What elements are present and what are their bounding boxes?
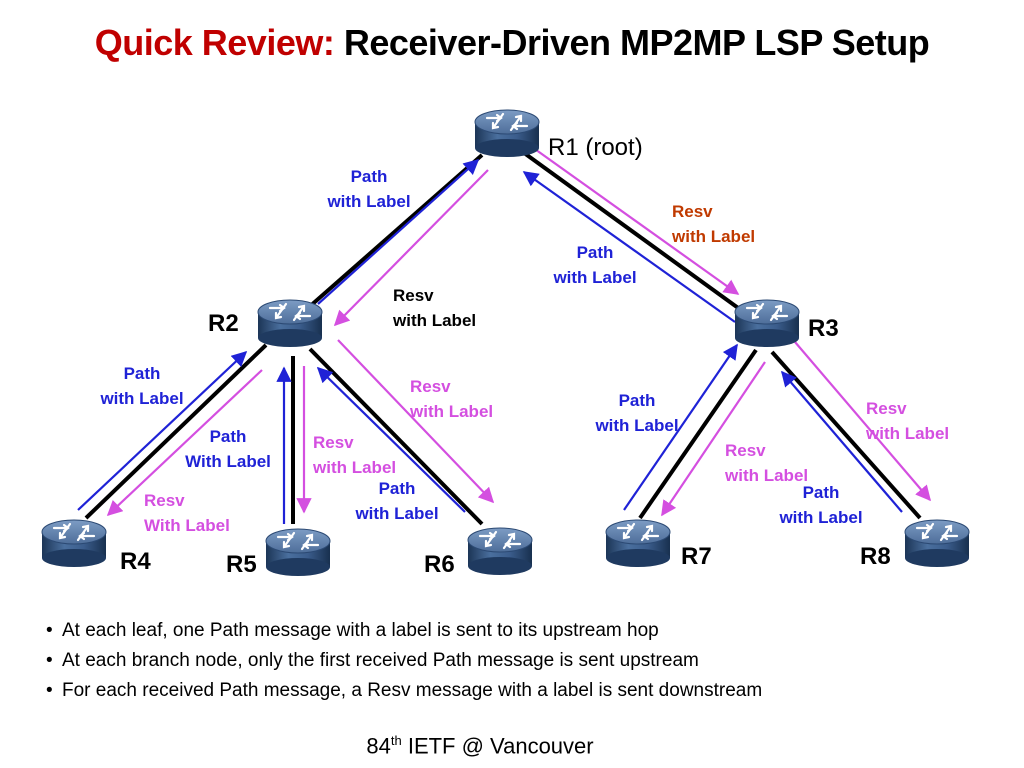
link-r1-r3 — [518, 148, 754, 320]
bullet-item: For each received Path message, a Resv m… — [46, 679, 762, 709]
router-r4-label: R4 — [120, 548, 151, 575]
resv-arrow-r2-r4 — [106, 369, 263, 517]
router-r6-label: R6 — [424, 551, 455, 578]
path-arrow-r8-r3 — [780, 370, 903, 513]
router-r3-label: R3 — [808, 315, 839, 342]
link-r1-r2 — [298, 153, 484, 317]
resv-arrow-r2-r6 — [337, 339, 495, 504]
footer-suffix: th — [390, 733, 402, 748]
path-arrow-r6-r2 — [316, 366, 466, 513]
link-r2-r6 — [308, 347, 484, 526]
path-arrow-r4-r2 — [77, 350, 248, 511]
path-arrow-r2-r1 — [317, 158, 480, 305]
router-r6 — [466, 526, 534, 577]
resv-arrow-r1-r3 — [524, 141, 740, 295]
link-r3-r7 — [638, 348, 758, 520]
router-r5-label: R5 — [226, 551, 257, 578]
path-arrow-r7-r3 — [623, 343, 738, 511]
slide-title: Quick Review: Receiver-Driven MP2MP LSP … — [0, 22, 1024, 64]
router-r7-label: R7 — [681, 543, 712, 570]
router-r5 — [264, 527, 332, 578]
title-main: Receiver-Driven MP2MP LSP Setup — [343, 22, 930, 63]
router-r4 — [40, 518, 108, 569]
resv-messages — [106, 141, 932, 517]
bullet-list: At each leaf, one Path message with a la… — [46, 619, 762, 709]
link-r2-r4 — [84, 343, 268, 520]
router-r7 — [604, 518, 672, 569]
bullet-item: At each branch node, only the first rece… — [46, 649, 762, 679]
footer-text: IETF @ Vancouver — [401, 733, 594, 759]
router-r8-label: R8 — [860, 543, 891, 570]
path-arrow-r3-r1 — [522, 171, 736, 323]
router-r2-label: R2 — [208, 310, 239, 337]
path-messages — [77, 158, 903, 524]
slide-footer: 84th IETF @ Vancouver — [0, 733, 960, 759]
links — [84, 148, 922, 526]
router-r3 — [733, 298, 801, 349]
router-r1 — [473, 108, 541, 159]
resv-arrow-r1-r2 — [333, 169, 489, 327]
router-r2 — [256, 298, 324, 349]
resv-arrow-r3-r8 — [794, 341, 932, 502]
router-r8 — [903, 518, 971, 569]
footer-number: 84 — [366, 733, 391, 759]
router-r1-label: R1 (root) — [548, 134, 643, 161]
title-prefix: Quick Review: — [94, 22, 335, 63]
resv-arrow-r3-r7 — [661, 361, 766, 517]
bullet-item: At each leaf, one Path message with a la… — [46, 619, 762, 649]
